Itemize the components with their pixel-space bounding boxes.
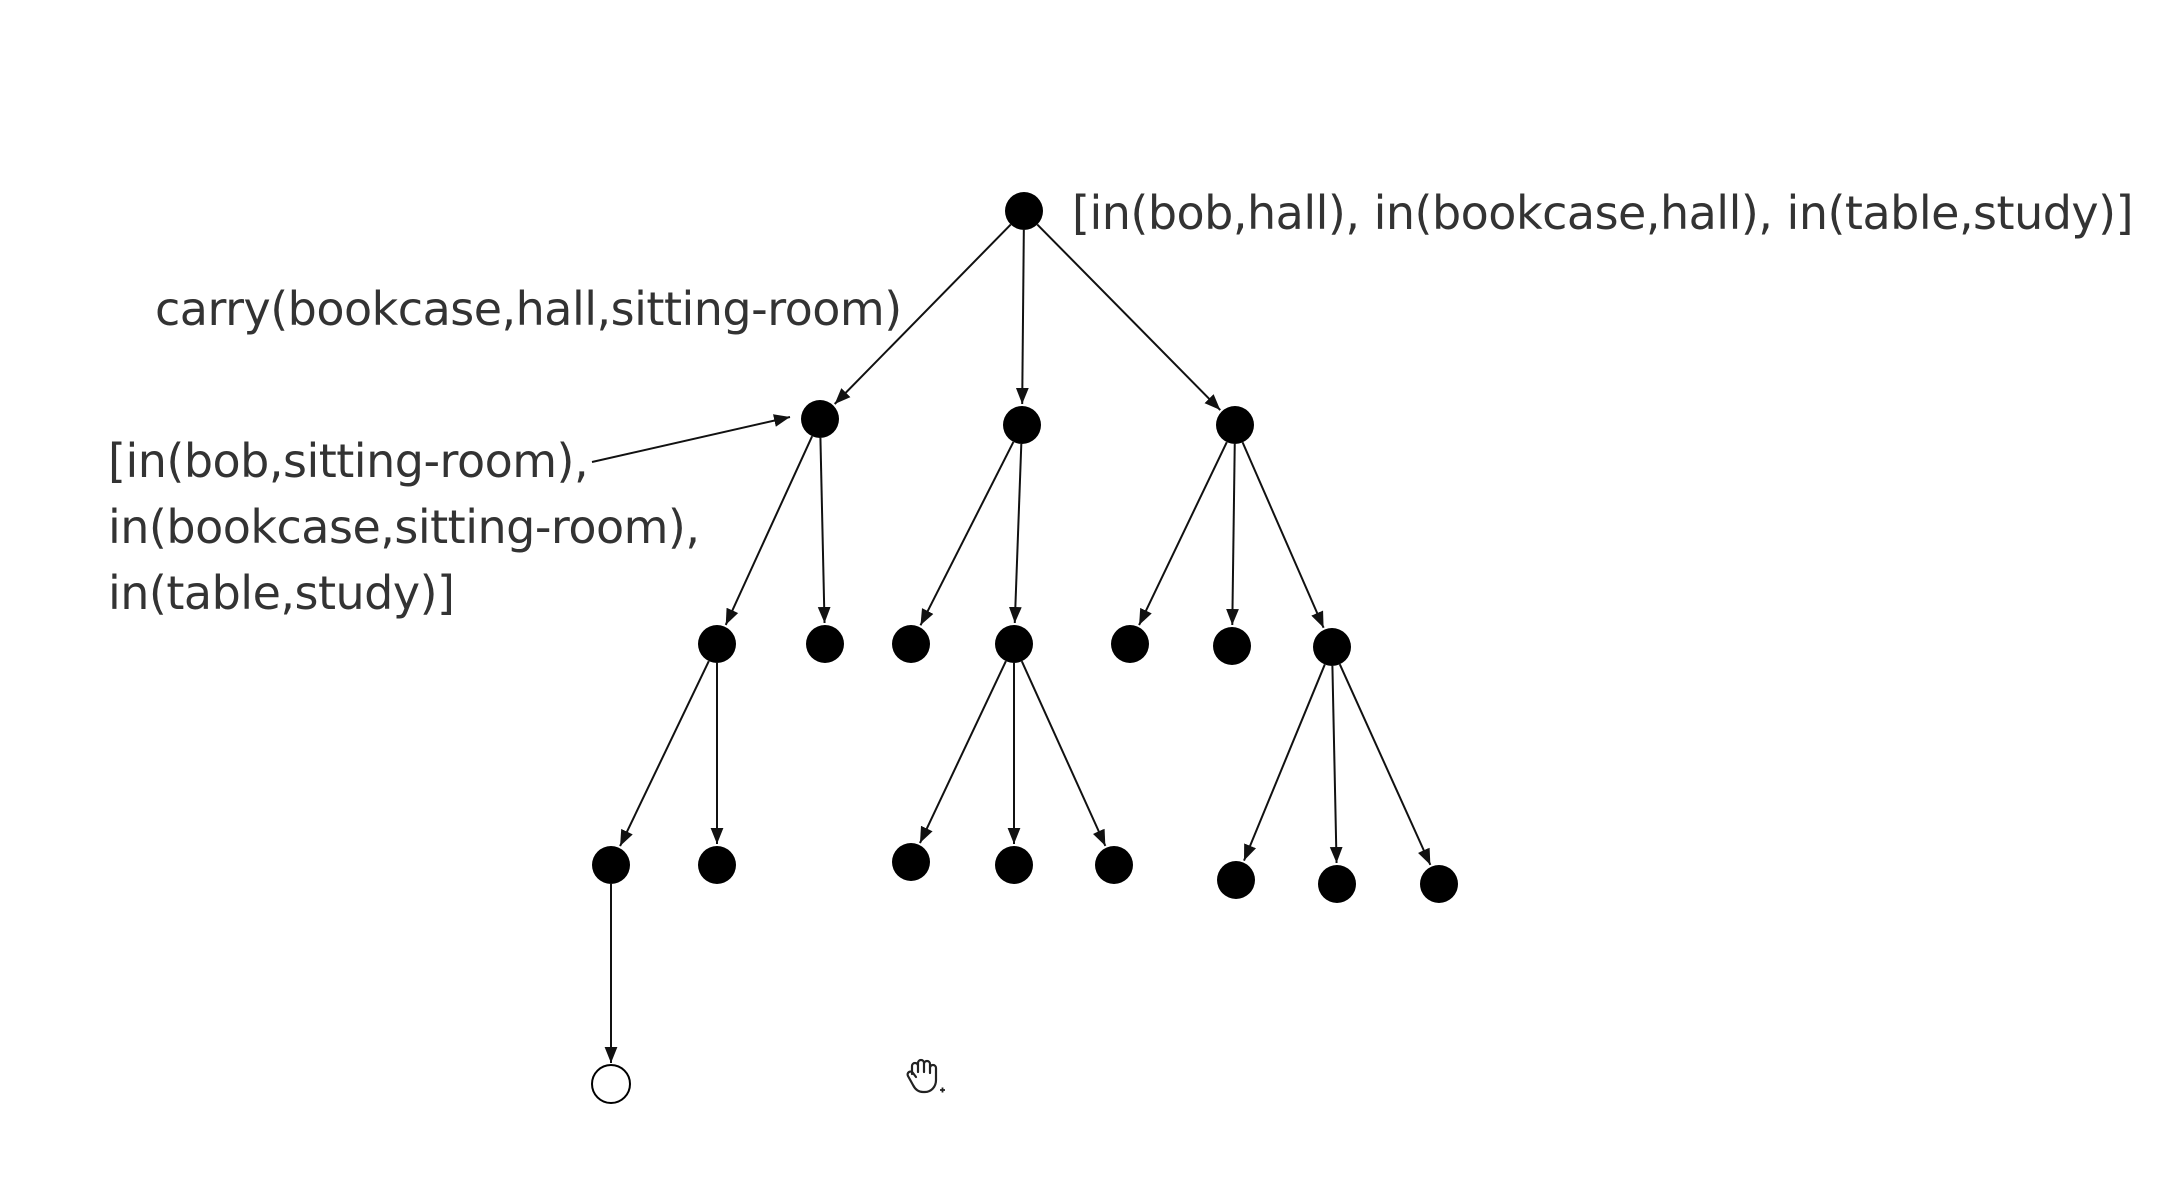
tree-edge-n10-n18 [1338,663,1432,866]
child-state-line-1: [in(bob,sitting-room), [108,434,589,488]
child-state-line-2: in(bookcase,sitting-room), [108,500,700,554]
tree-node-n9 [1213,627,1251,665]
carry-action-label: carry(bookcase,hall,sitting-room) [155,282,902,336]
tree-edge-n2-n7 [1008,443,1023,624]
tree-node-n15 [1095,846,1133,884]
tree-node-n2 [1003,406,1041,444]
tree-node-n5 [806,625,844,663]
tree-edge-n0-n1 [833,223,1012,405]
tree-node-n0 [1005,192,1043,230]
tree-edge-n3-n8 [1138,441,1228,626]
hand-grab-icon [906,1058,945,1094]
tree-edge-n1-n4 [724,435,814,626]
tree-node-n20 [591,1064,631,1104]
tree-edge-n3-n10 [1241,442,1325,629]
tree-edge-n10-n17 [1329,665,1343,864]
tree-edges [591,223,1432,1063]
tree-edge-n10-n16 [1243,664,1326,861]
tree-node-n3 [1216,406,1254,444]
tree-node-n7 [995,625,1033,663]
tree-edge-n1-n5 [817,437,831,624]
tree-node-n10 [1313,628,1351,666]
tree-nodes [591,192,1458,1104]
tree-edge-n4-n11 [619,660,710,847]
tree-edge-n7-n13 [919,660,1007,844]
tree-node-n14 [995,846,1033,884]
tree-edge-n0-n3 [1036,223,1221,411]
tree-node-n16 [1217,861,1255,899]
root-state-label: [in(bob,hall), in(bookcase,hall), in(tab… [1072,186,2134,240]
annotation-arrow [591,414,791,463]
tree-node-n13 [892,843,930,881]
tree-node-n11 [592,846,630,884]
tree-node-n1 [801,400,839,438]
tree-node-n6 [892,625,930,663]
tree-node-n12 [698,846,736,884]
tree-node-n17 [1318,865,1356,903]
tree-node-n18 [1420,865,1458,903]
tree-edge-n3-n9 [1226,443,1239,626]
tree-node-n8 [1111,625,1149,663]
child-state-label: [in(bob,sitting-room), in(bookcase,sitti… [108,428,700,626]
tree-edge-n7-n15 [1020,660,1107,847]
tree-node-n4 [698,625,736,663]
child-state-line-3: in(table,study)] [108,566,455,620]
tree-edge-n0-n2 [1015,229,1029,405]
tree-edge-n2-n6 [919,441,1015,626]
